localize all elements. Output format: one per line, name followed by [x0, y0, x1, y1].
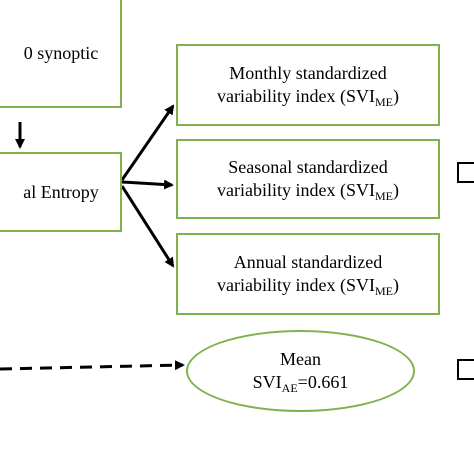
mean-svi-ellipse: Mean SVIAE=0.661	[186, 330, 415, 412]
annual-svi-box: Annual standardized variability index (S…	[176, 233, 440, 315]
arrow-entropy-to-seasonal	[121, 179, 174, 190]
arrow-entropy-to-monthly	[120, 104, 175, 181]
right-box-stub-bottom	[457, 359, 474, 380]
annual-line2: variability index (SVIME)	[217, 275, 399, 298]
dashed-arrow-to-mean	[0, 360, 185, 371]
entropy-label: al Entropy	[23, 181, 99, 202]
seasonal-line1: Seasonal standardized	[228, 157, 388, 177]
seasonal-line2: variability index (SVIME)	[217, 180, 399, 203]
monthly-line2: variability index (SVIME)	[217, 86, 399, 109]
annual-line1: Annual standardized	[233, 252, 383, 272]
arrow-entropy-to-annual	[120, 185, 175, 268]
monthly-svi-box: Monthly standardized variability index (…	[176, 44, 440, 126]
entropy-box: al Entropy	[0, 152, 122, 232]
monthly-line1: Monthly standardized	[229, 63, 387, 83]
seasonal-svi-box: Seasonal standardized variability index …	[176, 139, 440, 219]
mean-line2: SVIAE=0.661	[252, 372, 349, 395]
right-box-stub-top	[457, 162, 474, 183]
synoptic-box: 0 synoptic	[0, 0, 122, 108]
synoptic-label: 0 synoptic	[23, 42, 99, 63]
mean-line1: Mean	[280, 349, 321, 369]
